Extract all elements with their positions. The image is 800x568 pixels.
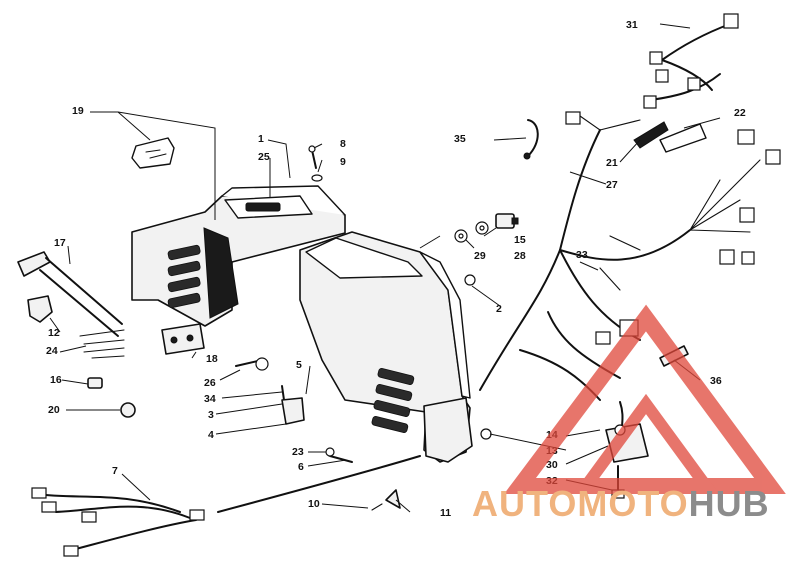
callout-29: 29	[474, 250, 486, 262]
label-22	[659, 123, 707, 153]
callout-3: 3	[208, 409, 214, 421]
callout-12: 12	[48, 327, 60, 339]
callout-18: 18	[206, 353, 218, 365]
callout-36: 36	[710, 375, 722, 387]
screw-34	[281, 385, 285, 401]
console-housing-left	[131, 185, 346, 327]
bracket-4	[281, 397, 305, 425]
callout-22: 22	[734, 107, 746, 119]
clip-35	[523, 119, 539, 160]
callout-11: 11	[440, 507, 451, 519]
grommet-21	[633, 121, 669, 149]
callout-34: 34	[204, 393, 216, 405]
callout-19: 19	[72, 105, 84, 117]
lens-19	[131, 137, 175, 169]
callout-15: 15	[514, 234, 526, 246]
bracket-12	[27, 295, 53, 323]
nut-23	[325, 447, 335, 457]
connector-16	[87, 377, 103, 389]
harness-31	[643, 13, 739, 109]
washer-9	[311, 174, 323, 182]
callout-35: 35	[454, 133, 466, 145]
switch-15	[495, 213, 519, 229]
wires-24	[79, 329, 125, 359]
callout-28: 28	[514, 250, 526, 262]
screw-6	[329, 455, 353, 463]
harness-7	[31, 487, 205, 557]
washer-28	[475, 221, 489, 235]
callout-21: 21	[606, 157, 618, 169]
callout-8: 8	[340, 138, 346, 150]
callout-5: 5	[296, 359, 302, 371]
watermark-text: AUTOMOTOHUB	[472, 484, 792, 524]
callout-23: 23	[292, 446, 304, 458]
clip-11	[385, 489, 401, 509]
callout-10: 10	[308, 498, 320, 510]
callout-24: 24	[46, 345, 58, 357]
console-housing-right	[299, 231, 473, 463]
grommet-20	[120, 402, 136, 418]
leader-lines	[49, 23, 721, 513]
callout-1: 1	[258, 133, 264, 145]
callout-7: 7	[112, 465, 118, 477]
callout-30: 30	[546, 459, 558, 471]
watermark-logo	[504, 304, 786, 494]
switch-17	[17, 251, 123, 337]
callout-27: 27	[606, 179, 618, 191]
callout-17: 17	[54, 237, 66, 249]
washer-2	[464, 274, 476, 286]
callout-31: 31	[626, 19, 638, 31]
watermark-text-part2: HUB	[688, 483, 770, 524]
cable-26	[235, 357, 269, 371]
throttle-cable-10	[217, 455, 421, 513]
callout-25: 25	[258, 151, 270, 163]
callout-6: 6	[298, 461, 304, 473]
grommet-29	[454, 229, 468, 243]
callout-33: 33	[576, 249, 588, 261]
callout-9: 9	[340, 156, 346, 168]
callout-4: 4	[208, 429, 214, 441]
socket-18	[161, 323, 205, 355]
callout-16: 16	[50, 374, 62, 386]
screw-8	[308, 145, 317, 169]
watermark-text-part1: AUTOMOTO	[472, 483, 689, 524]
callout-20: 20	[48, 404, 60, 416]
callout-2: 2	[496, 303, 502, 315]
washer-13	[480, 428, 492, 440]
callout-26: 26	[204, 377, 216, 389]
